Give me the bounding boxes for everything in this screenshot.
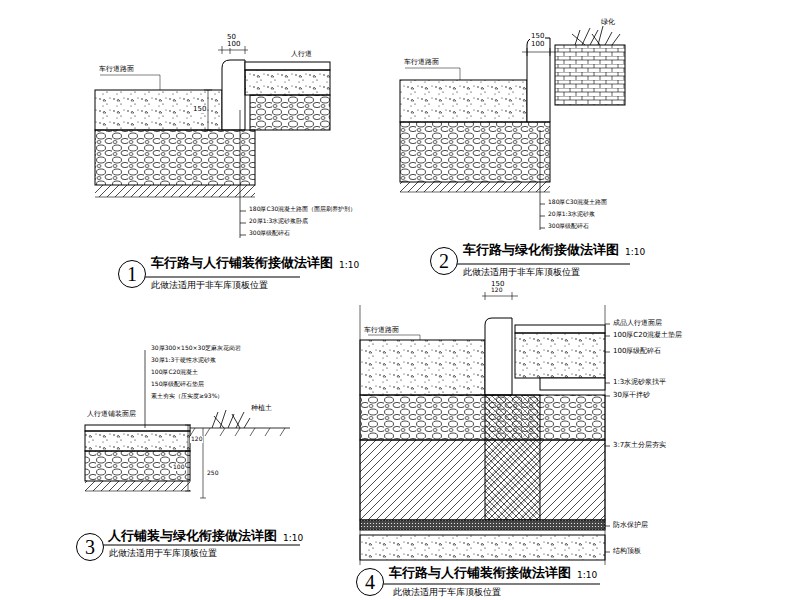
layer-note: 素土夯实（压实度≥93%） — [150, 393, 224, 400]
layer-note: 30厚300×150×30芝麻灰花岗岩 — [150, 345, 242, 352]
layer-note: 300厚级配碎石 — [547, 223, 590, 230]
annotation-text: 100 — [226, 40, 241, 48]
annotation-text: 成品人行道面层 — [612, 319, 663, 327]
callout-circle: 3 — [76, 533, 104, 561]
annotation-text: 100 — [530, 40, 545, 48]
callout-circle: 1 — [118, 260, 146, 288]
layer-note: 100厚C20混凝土 — [150, 369, 199, 376]
callout-number: 3 — [85, 537, 95, 557]
detail-title: 人行铺装与绿化衔接做法详图 — [107, 529, 278, 544]
detail-title: 车行路与绿化衔接做法详图 — [462, 243, 620, 258]
detail-title: 车行路与人行铺装衔接做法详图 — [150, 256, 334, 271]
annotation-text: 1:10 — [624, 247, 646, 257]
layer-note: 180厚C30混凝土路面 — [547, 199, 608, 206]
annotation-text: 30厚干拌砂 — [612, 391, 651, 399]
layer-note: 100 — [172, 464, 185, 471]
annotation-text: 1:10 — [576, 570, 598, 580]
callout-number: 1 — [127, 264, 137, 284]
layer-note: 250 — [206, 470, 219, 477]
annotation-text: 100厚级配碎石 — [612, 347, 662, 355]
layer-note: 30厚1:3干硬性水泥砂浆 — [150, 357, 217, 364]
annotation-text: 车行道路面 — [98, 65, 135, 73]
annotation-text: 1:10 — [282, 533, 304, 543]
annotation-text: 车行道路面 — [363, 326, 400, 334]
annotation-text: 此做法适用于非车库顶板位置 — [150, 280, 269, 290]
annotation-text: 防水保护层 — [612, 521, 649, 529]
annotation-text: 人行道 — [290, 50, 313, 58]
callout-number: 2 — [439, 251, 449, 271]
annotation-text: 150 — [192, 105, 207, 113]
annotation-text: 此做法适用于车库顶板位置 — [392, 587, 502, 597]
callout-number: 4 — [365, 572, 375, 592]
layer-note: 20厚1:3水泥砂浆 — [547, 211, 596, 218]
layer-note: 20厚1:3水泥砂浆卧底 — [248, 218, 309, 225]
layer-note: 120 — [190, 436, 203, 443]
layer-note: 180厚C30混凝土路面（面层刷养护剂） — [248, 206, 357, 213]
layer-note: 120 — [490, 287, 503, 294]
detail-title: 车行路与人行铺装衔接做法详图 — [388, 566, 572, 581]
annotation-text: 此做法适用于非车库顶板位置 — [462, 267, 581, 277]
annotation-text: 100厚C20混凝土垫层 — [612, 331, 683, 339]
annotation-text: 结构顶板 — [612, 547, 642, 555]
annotation-text: 绿化 — [600, 18, 616, 26]
callout-circle: 2 — [430, 247, 458, 275]
layer-note: 150厚级配碎石垫层 — [150, 381, 205, 388]
annotation-text: 150 — [530, 32, 545, 40]
annotation-text: 种植土 — [250, 404, 273, 412]
annotation-text: 车行道路面 — [403, 58, 440, 66]
annotation-text: 此做法适用于车库顶板位置 — [108, 548, 218, 558]
annotation-text: 1:3水泥砂浆找平 — [612, 378, 667, 386]
layer-note: 300厚级配碎石 — [248, 230, 291, 237]
callout-circle: 4 — [356, 568, 384, 596]
annotation-text: 3:7灰土分层夯实 — [612, 441, 667, 449]
annotation-text: 1:10 — [338, 260, 360, 270]
annotation-text: 人行道铺装面层 — [86, 410, 137, 418]
